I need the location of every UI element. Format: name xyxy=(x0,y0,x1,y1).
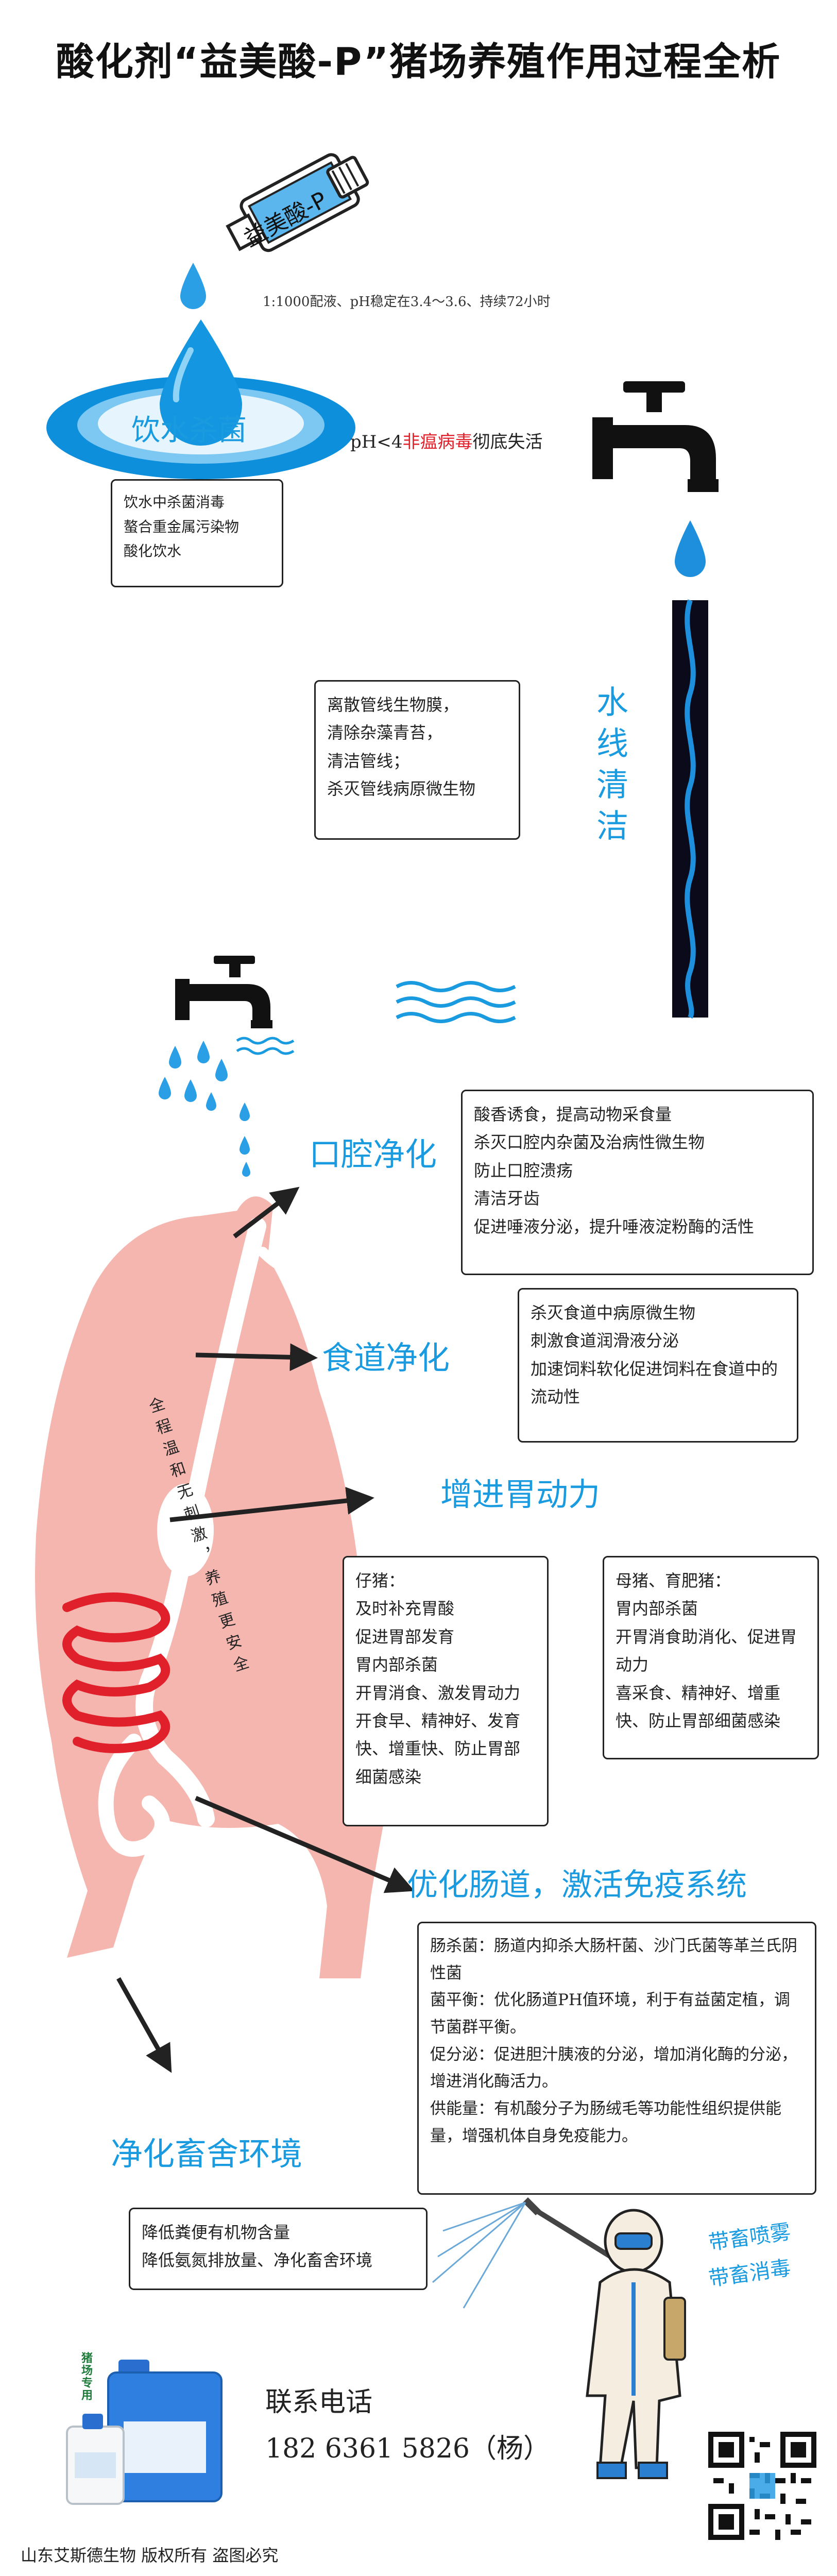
list-item: 肠杀菌：肠道内抑杀大肠杆菌、沙门氏菌等革兰氏阴性菌 xyxy=(430,1937,797,1982)
list-item: 开胃消食、激发胃动力 xyxy=(355,1683,521,1703)
list-item: 胃内部杀菌 xyxy=(355,1655,438,1675)
dosage-note: 1:1000配液、pH稳定在3.4～3.6、持续72小时 xyxy=(263,294,551,310)
water-drop-icon xyxy=(675,520,706,577)
esophagus-label: 食道净化 xyxy=(322,1339,450,1377)
list-item: 清洁牙齿 xyxy=(474,1189,540,1209)
oral-box: 酸香诱食，提高动物采食量 杀灭口腔内杂菌及治病性微生物 防止口腔溃疡 清洁牙齿 … xyxy=(461,1090,814,1275)
list-item: 开食早、精神好、发育快、增重快、防止胃部细菌感染 xyxy=(355,1710,521,1787)
list-item: 饮水中杀菌消毒 xyxy=(124,494,225,511)
contact-label: 联系电话 xyxy=(265,2387,373,2418)
wave-icon xyxy=(396,981,516,1023)
list-item: 胃内部杀菌 xyxy=(616,1599,698,1619)
faucet-icon xyxy=(592,381,719,492)
sow-box: 母猪、育肥猪： 胃内部杀菌 开胃消食助消化、促进胃动力 喜采食、精神好、增重快、… xyxy=(603,1556,819,1759)
list-item: 开胃消食助消化、促进胃动力 xyxy=(616,1626,797,1675)
list-item: 及时补充胃酸 xyxy=(355,1599,455,1619)
ph-suffix: 彻底失活 xyxy=(472,432,543,452)
contact-phone[interactable]: 182 6361 5826（杨） xyxy=(265,2433,550,2464)
ph-prefix: pH<4 xyxy=(350,432,403,452)
water-drop-icon xyxy=(180,263,206,309)
water-pipe-icon xyxy=(672,599,708,1019)
list-item: 酸香诱食，提高动物采食量 xyxy=(474,1105,672,1124)
water-line-label: 水线清洁 xyxy=(591,685,628,850)
pig-illustration xyxy=(35,1196,443,1978)
ph-highlight: 非瘟病毒 xyxy=(402,432,473,452)
env-box: 降低粪便有机物含量 降低氨氮排放量、净化畜舍环境 xyxy=(129,2208,428,2290)
drink-info-box: 饮水中杀菌消毒 螯合重金属污染物 酸化饮水 xyxy=(111,479,283,587)
sprayer-person-illustration xyxy=(432,2197,686,2479)
list-item: 促进胃部发育 xyxy=(355,1626,455,1647)
ripple-drop-icon xyxy=(46,319,355,479)
list-item: 降低粪便有机物含量 xyxy=(142,2223,291,2242)
product-tag: 猪场专用 xyxy=(79,2352,92,2401)
list-item: 酸化饮水 xyxy=(124,543,182,560)
list-item: 喜采食、精神好、增重快、防止胃部细菌感染 xyxy=(616,1683,781,1731)
ph-note: pH<4非瘟病毒彻底失活 xyxy=(350,428,543,453)
list-item: 防止口腔溃疡 xyxy=(474,1160,573,1180)
piglet-box: 仔猪： 及时补充胃酸 促进胃部发育 胃内部杀菌 开胃消食、激发胃动力 开食早、精… xyxy=(343,1556,549,1826)
page-title: 酸化剂“益美酸-P”猪场养殖作用过程全析 xyxy=(56,40,781,84)
list-item: 仔猪： xyxy=(355,1571,405,1590)
intestine-illustration xyxy=(62,1592,170,1753)
list-item: 杀灭口腔内杂菌及治病性微生物 xyxy=(474,1132,705,1153)
oral-label: 口腔净化 xyxy=(309,1136,437,1173)
list-item: 菌平衡：优化肠道PH值环境，利于有益菌定植，调节菌群平衡。 xyxy=(430,1991,790,2037)
qr-code[interactable] xyxy=(708,2432,816,2540)
list-item: 促进唾液分泌，提升唾液淀粉酶的活性 xyxy=(474,1216,755,1236)
env-label: 净化畜舍环境 xyxy=(111,2135,303,2173)
list-item: 降低氨氮排放量、净化畜舍环境 xyxy=(142,2250,373,2270)
esophagus-box: 杀灭食道中病原微生物 刺激食道润滑液分泌 加速饲料软化促进饲料在食道中的流动性 xyxy=(518,1288,798,1443)
list-item: 离散管线生物膜， xyxy=(327,695,459,715)
intestine-label: 优化肠道，激活免疫系统 xyxy=(407,1867,747,1903)
list-item: 刺激食道润滑液分泌 xyxy=(531,1331,679,1351)
stomach-label: 增进胃动力 xyxy=(440,1476,601,1513)
list-item: 杀灭食道中病原微生物 xyxy=(531,1303,696,1323)
intestine-box: 肠杀菌：肠道内抑杀大肠杆菌、沙门氏菌等革兰氏阴性菌 菌平衡：优化肠道PH值环境，… xyxy=(417,1922,816,2195)
list-item: 供能量：有机酸分子为肠绒毛等功能性组织提供能量，增强机体自身免疫能力。 xyxy=(430,2099,781,2145)
drink-label: 饮水杀菌 xyxy=(131,414,247,447)
wave-icon xyxy=(236,1037,295,1055)
product-container-icon xyxy=(66,2360,223,2505)
list-item: 加速饲料软化促进饲料在食道中的流动性 xyxy=(531,1359,778,1407)
bottle-icon xyxy=(226,153,369,252)
water-line-box: 离散管线生物膜， 清除杂藻青苔， 清洁管线； 杀灭管线病原微生物 xyxy=(314,680,520,840)
list-item: 螯合重金属污染物 xyxy=(124,518,240,535)
list-item: 母猪、育肥猪： xyxy=(616,1571,731,1590)
list-item: 杀灭管线病原微生物 xyxy=(327,779,476,799)
footer-copyright: 山东艾斯德生物 版权所有 盗图必究 xyxy=(21,2546,279,2565)
list-item: 清除杂藻青苔， xyxy=(327,723,443,743)
small-faucet-icon xyxy=(175,956,272,1028)
list-item: 促分泌：促进胆汁胰液的分泌，增加消化酶的分泌，增进消化酶活力。 xyxy=(430,2045,797,2091)
list-item: 清洁管线； xyxy=(327,751,410,771)
droplets-icon xyxy=(159,1041,250,1177)
